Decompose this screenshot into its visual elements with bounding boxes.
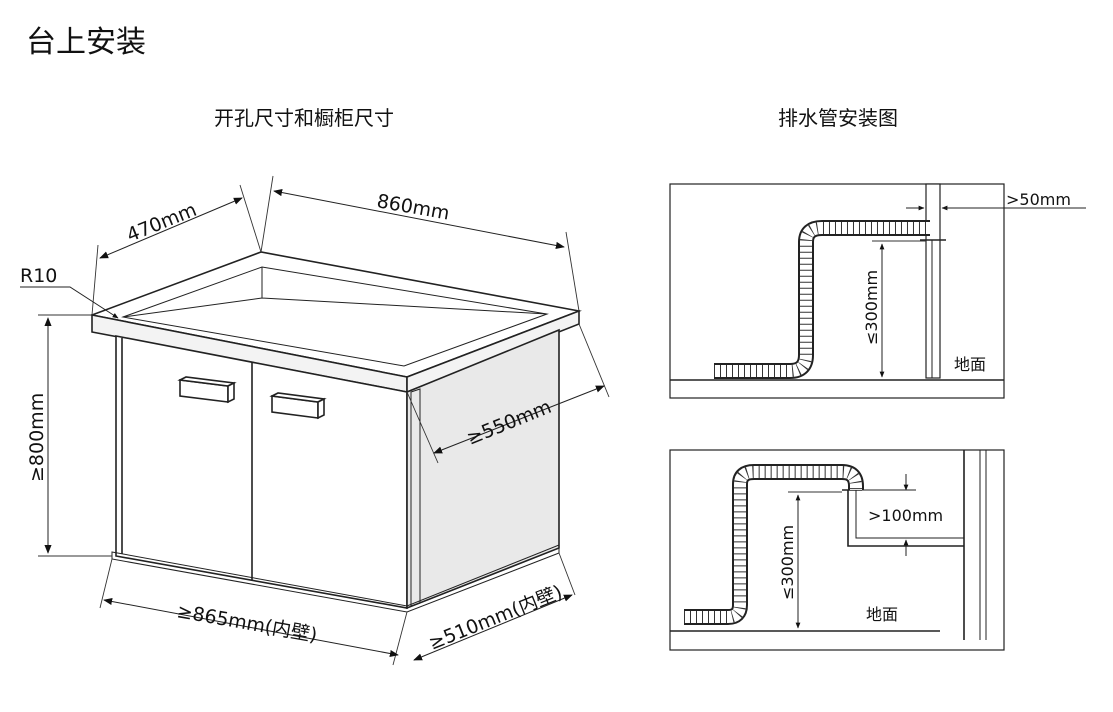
wall-drain-pipe xyxy=(925,183,941,379)
wall-branch-inner xyxy=(855,490,964,539)
floor-label-top: 地面 xyxy=(954,355,986,374)
gap-100-label: >100mm xyxy=(868,506,943,525)
dim-865-label: ≥865mm(内壁) xyxy=(175,600,319,646)
right-subtitle: 排水管安装图 xyxy=(778,106,898,130)
dim-800-label: ≥800mm xyxy=(26,393,48,482)
door-handle-left xyxy=(177,376,237,404)
dim-860-label: 860mm xyxy=(375,190,451,224)
gap-50-label: >50mm xyxy=(1006,190,1071,209)
page-title: 台上安装 xyxy=(26,25,146,60)
wall-branch-outer xyxy=(847,490,964,547)
height-300-top-label: ≤300mm xyxy=(862,270,881,345)
dim-r10: R10 xyxy=(20,265,119,319)
drain-top-frame xyxy=(669,183,1005,399)
door-handle-right xyxy=(269,392,327,420)
dim-800: ≥800mm xyxy=(26,314,112,557)
height-300-bottom-label: ≤300mm xyxy=(778,525,797,600)
floor-label-bottom: 地面 xyxy=(866,605,898,624)
left-subtitle: 开孔尺寸和橱柜尺寸 xyxy=(214,106,394,130)
drain-diagram-bottom: >100mm ≤300mm 地面 xyxy=(669,449,1005,651)
dim-470-label: 470mm xyxy=(124,199,200,247)
r10-label: R10 xyxy=(20,265,57,287)
cutout-inner-edges xyxy=(122,267,548,318)
drain-diagram-top: >50mm ≤300mm 地面 xyxy=(669,183,1086,399)
